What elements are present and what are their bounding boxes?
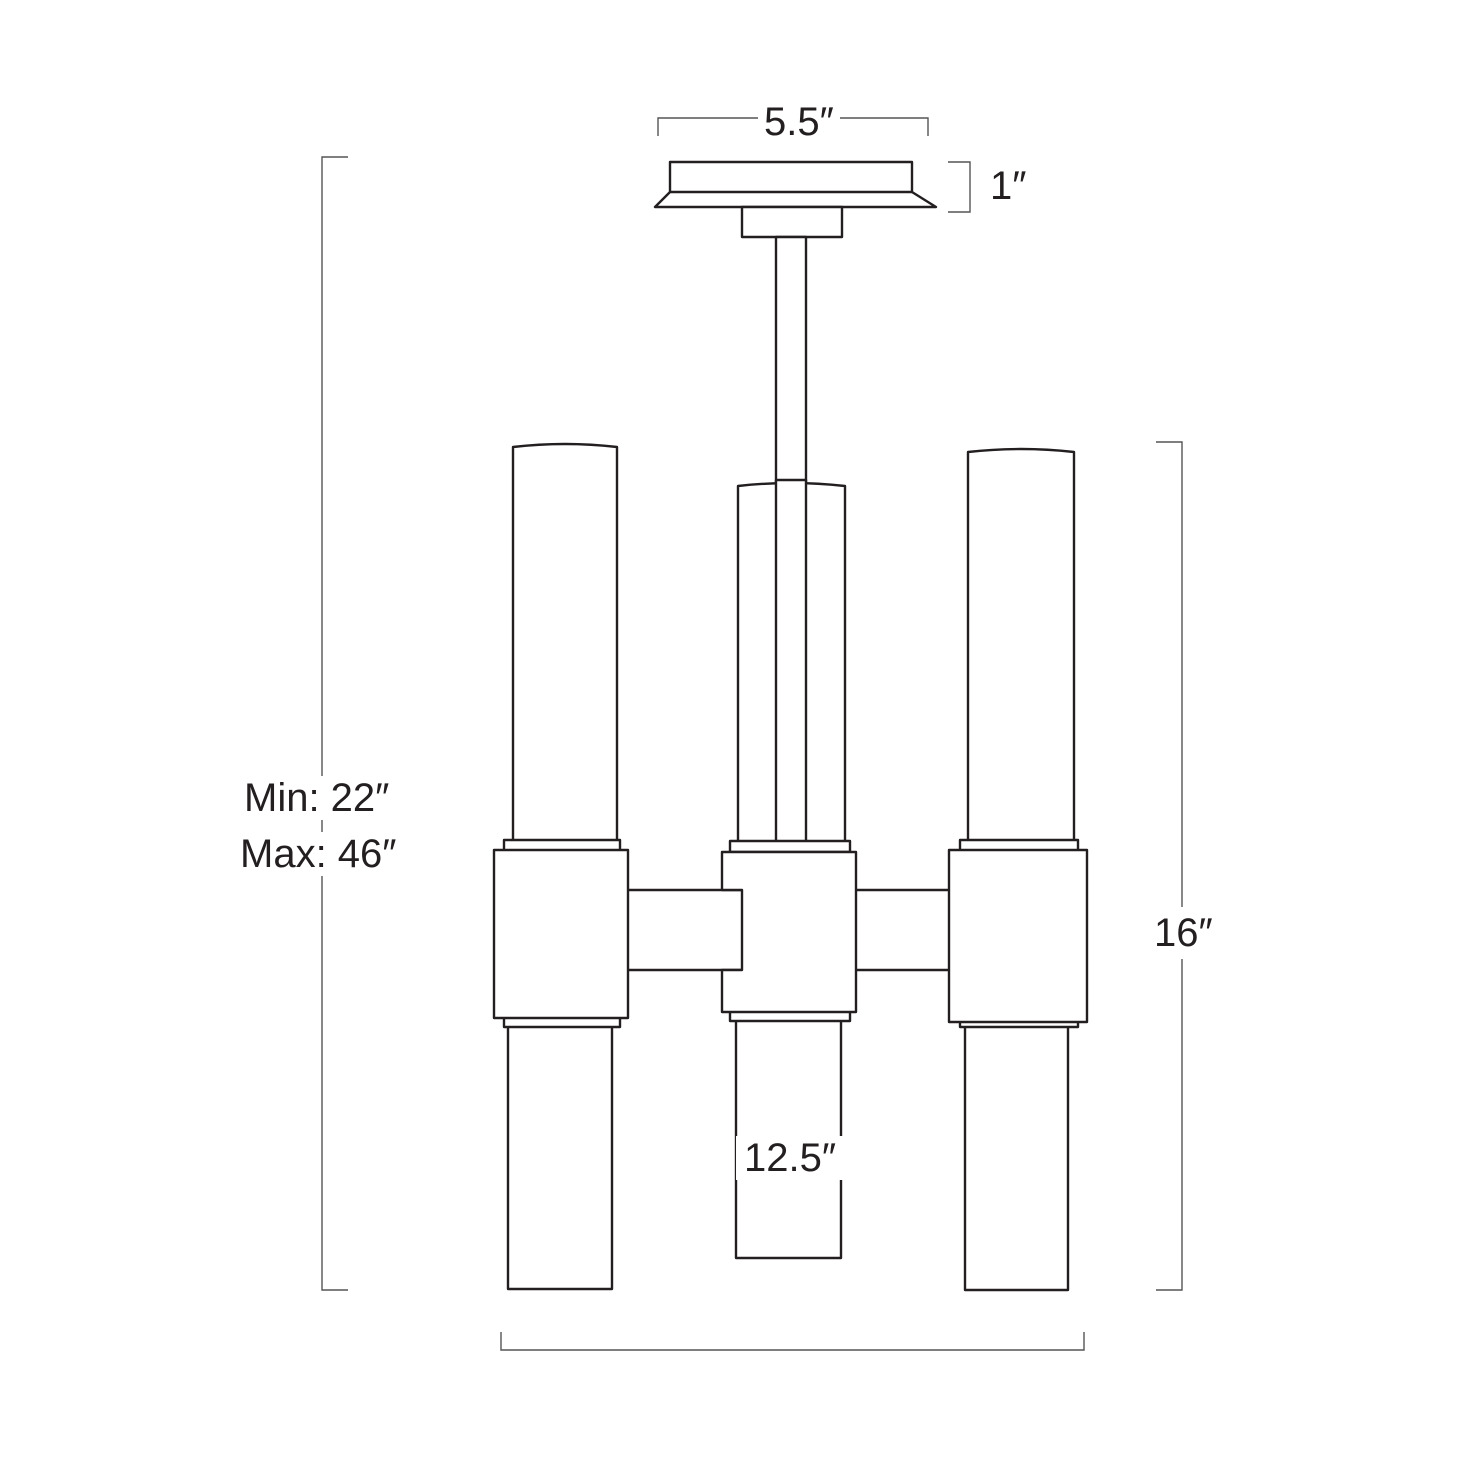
left-arm	[618, 888, 752, 972]
overall-height-max-label: Max: 46″	[240, 832, 397, 876]
canopy-height-dimension	[948, 161, 971, 213]
body-height-dimension	[1156, 441, 1183, 1291]
body-height-label: 16″	[1154, 907, 1213, 959]
canopy	[653, 160, 938, 239]
right-body-collar	[947, 848, 1089, 1024]
left-upper-glass-shade	[511, 442, 619, 850]
right-light	[947, 447, 1089, 1292]
left-body-collar	[492, 848, 630, 1020]
canopy-cup	[740, 205, 844, 239]
right-lower-glass-shade	[963, 1022, 1070, 1292]
overall-height-min-label: Min: 22″	[244, 776, 390, 820]
overall-height-dimension	[321, 156, 348, 1291]
center-light	[720, 478, 858, 1260]
stem-rod-inside-shade	[774, 478, 808, 844]
overall-width-dimension	[500, 1332, 1085, 1351]
center-upper-ring	[728, 839, 852, 854]
left-lower-glass-shade	[506, 1022, 614, 1291]
overall-width-label: 12.5″	[736, 1136, 845, 1180]
dimension-lines	[321, 117, 1183, 1351]
center-body-hub	[720, 850, 858, 1014]
fixture	[492, 160, 1089, 1292]
left-light	[492, 442, 630, 1291]
canopy-height-label: 1″	[990, 164, 1027, 208]
right-upper-glass-shade	[966, 447, 1076, 850]
canopy-plate	[653, 160, 938, 209]
canopy-width-label: 5.5″	[758, 100, 840, 144]
